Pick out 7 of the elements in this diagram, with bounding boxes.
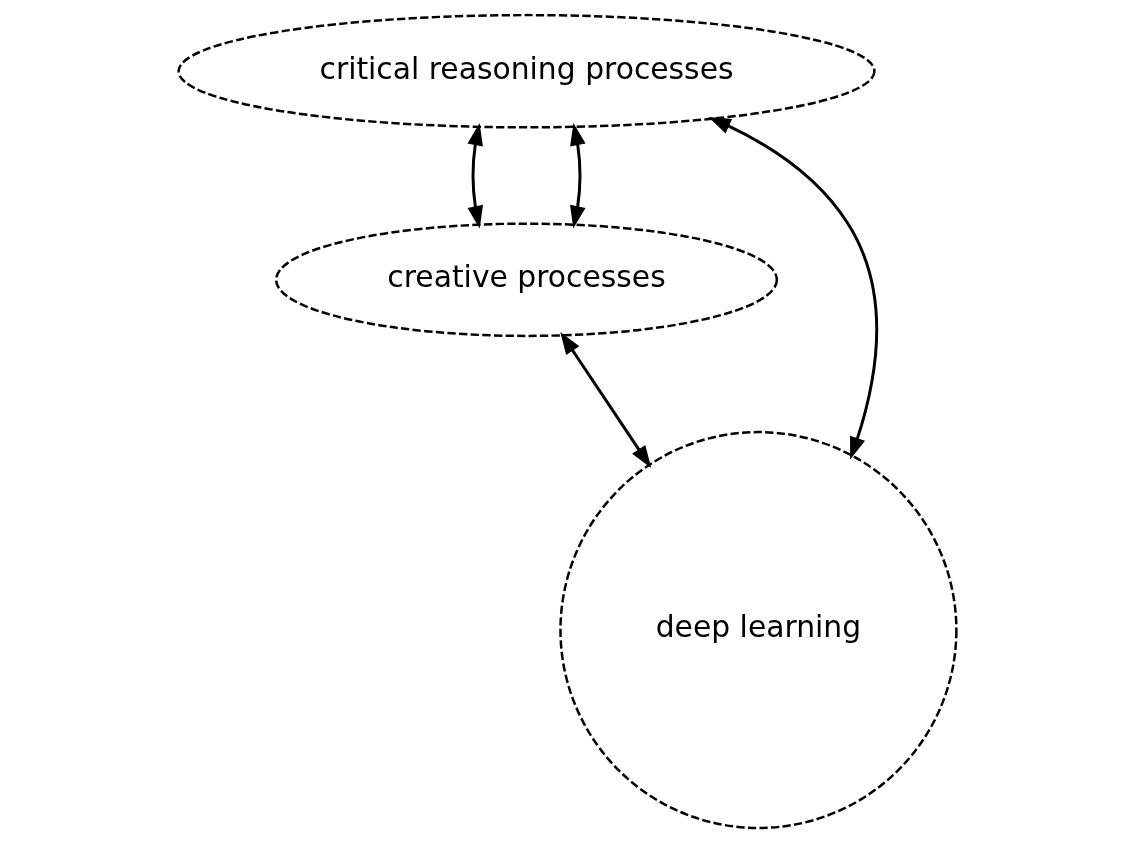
node-circle: deep learning [558,430,958,830]
arrow [466,122,483,229]
arrow [559,331,651,469]
node-ellipse: critical reasoning processes [176,13,876,129]
arrow [707,116,878,460]
arrow [569,122,586,229]
node-ellipse: creative processes [274,222,778,338]
